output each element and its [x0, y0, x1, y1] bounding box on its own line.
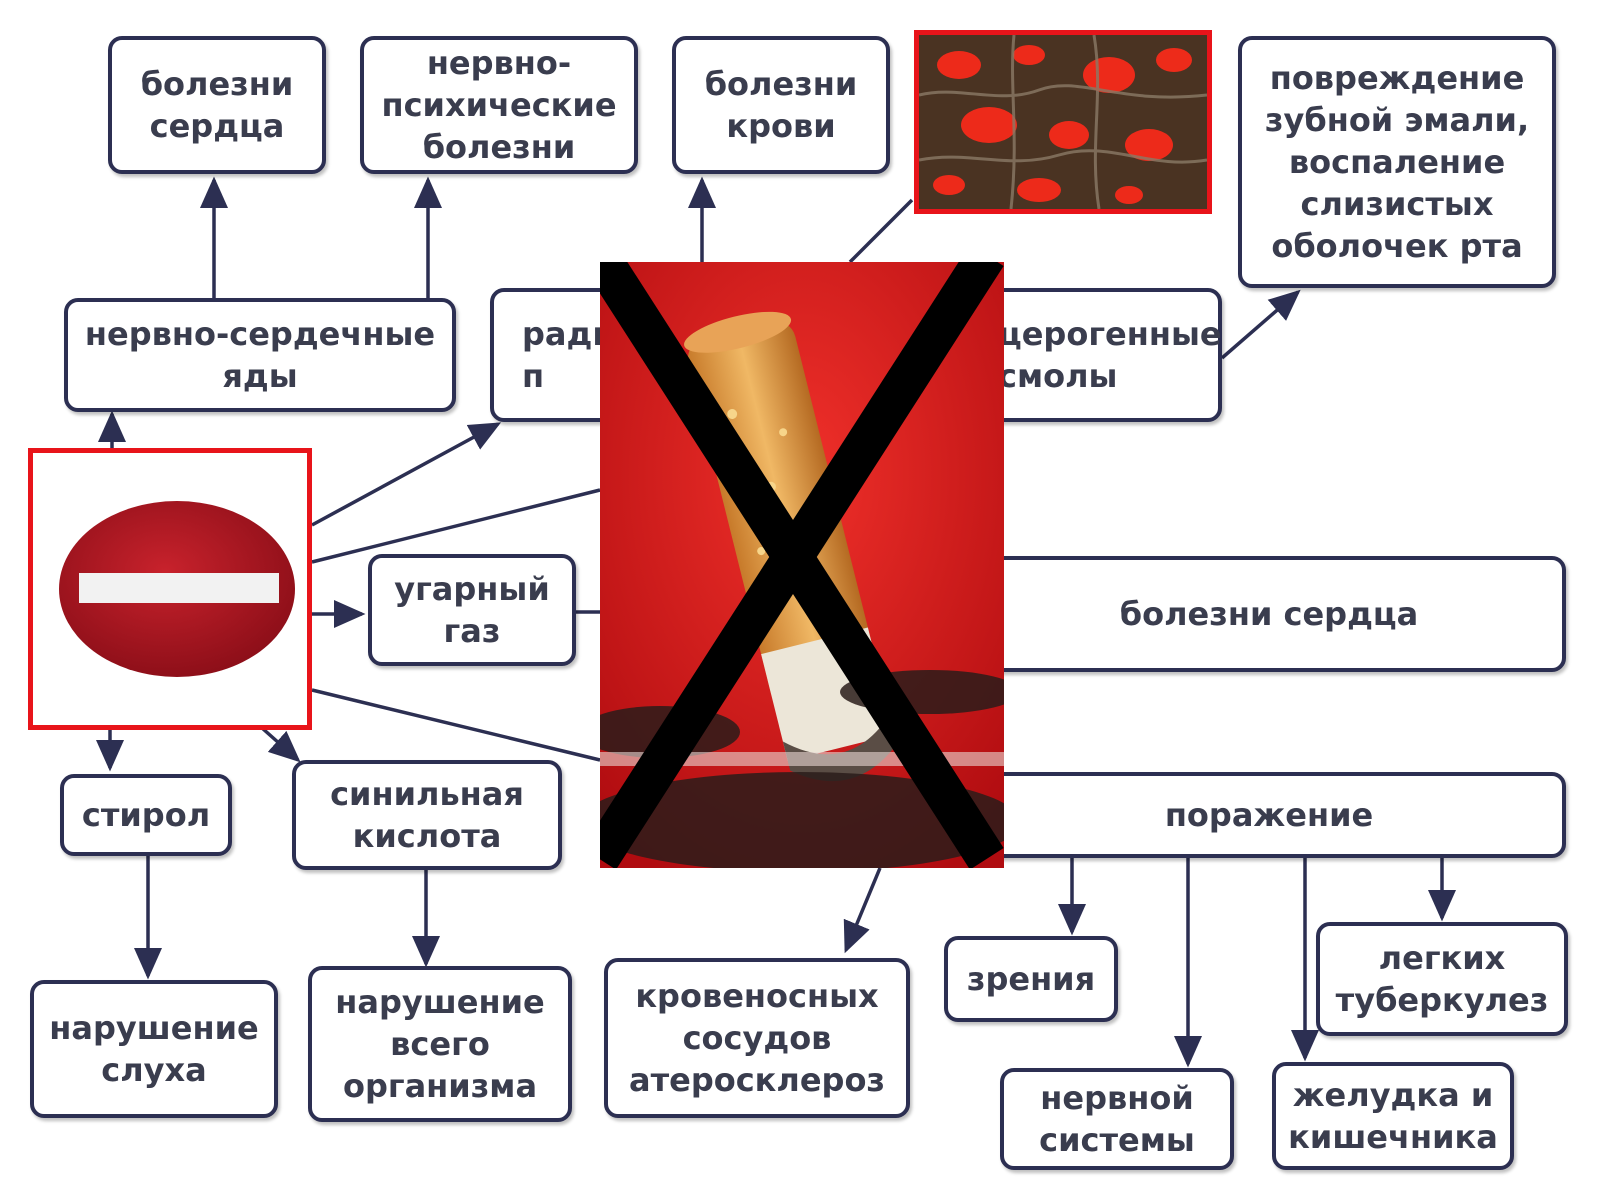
label: стирол	[81, 796, 211, 834]
box-carbon-monoxide: угарный газ	[368, 554, 576, 666]
label: нервно-сердечные яды	[84, 315, 436, 395]
label: болезни сердца	[140, 65, 294, 145]
label: желудка и кишечника	[1288, 1076, 1498, 1156]
label: повреждение зубной эмали, воспаление сли…	[1264, 59, 1530, 265]
line-to-lung-photo	[848, 198, 914, 264]
label: болезни крови	[704, 65, 858, 145]
box-carcinogenic-resins: церогенные смолы	[970, 288, 1222, 422]
box-vessels-atherosclerosis: кровеносных сосудов атеросклероз	[604, 958, 910, 1118]
box-hydrocyanic-acid: синильная кислота	[292, 760, 562, 870]
box-whole-body-disorder: нарушение всего организма	[308, 966, 572, 1122]
box-nervous-system: нервной системы	[1000, 1068, 1234, 1170]
label: болезни сердца	[1119, 595, 1419, 633]
box-lungs-tuberculosis: легких туберкулез	[1316, 922, 1568, 1036]
cigarette-butt-photo	[600, 262, 1004, 868]
label: нарушение слуха	[49, 1009, 259, 1089]
box-heart-diseases-right: болезни сердца	[972, 556, 1566, 672]
box-heart-diseases-top: болезни сердца	[108, 36, 326, 174]
cross-mark-icon	[600, 262, 1004, 868]
arrow-to-hydrocyanic	[260, 726, 301, 763]
box-styrol: стирол	[60, 774, 232, 856]
box-hearing-impairment: нарушение слуха	[30, 980, 278, 1118]
box-damage: поражение	[972, 772, 1566, 858]
box-tooth-damage: повреждение зубной эмали, воспаление сли…	[1238, 36, 1556, 288]
cigarette-illustration	[600, 262, 1004, 868]
line-to-center	[311, 488, 601, 564]
label: церогенные смолы	[998, 315, 1222, 395]
label: угарный газ	[394, 570, 550, 650]
lung-tissue-texture	[919, 35, 1207, 209]
label: зрения	[966, 960, 1096, 998]
box-blood-diseases: болезни крови	[672, 36, 890, 174]
no-entry-sign-icon	[59, 501, 295, 677]
no-entry-sign-frame	[28, 448, 312, 730]
label: поражение	[1164, 796, 1374, 834]
line-to-lower-center	[311, 688, 601, 762]
arrow-to-vessels	[843, 867, 882, 954]
box-neuro-psychic: нервно- психические болезни	[360, 36, 638, 174]
arrow-to-radioactive	[311, 422, 502, 527]
arrow-to-tooth	[1220, 289, 1301, 360]
box-neuro-cardiac-poisons: нервно-сердечные яды	[64, 298, 456, 412]
label: легких туберкулез	[1335, 939, 1549, 1019]
label: нарушение всего организма	[335, 983, 545, 1105]
box-stomach-intestine: желудка и кишечника	[1272, 1062, 1514, 1170]
label: нервной системы	[1039, 1079, 1195, 1159]
damaged-lung-tissue-photo	[914, 30, 1212, 214]
label: ради п	[522, 315, 615, 395]
box-vision: зрения	[944, 936, 1118, 1022]
label: синильная кислота	[330, 775, 524, 855]
label: кровеносных сосудов атеросклероз	[628, 977, 886, 1099]
label: нервно- психические болезни	[381, 44, 617, 166]
